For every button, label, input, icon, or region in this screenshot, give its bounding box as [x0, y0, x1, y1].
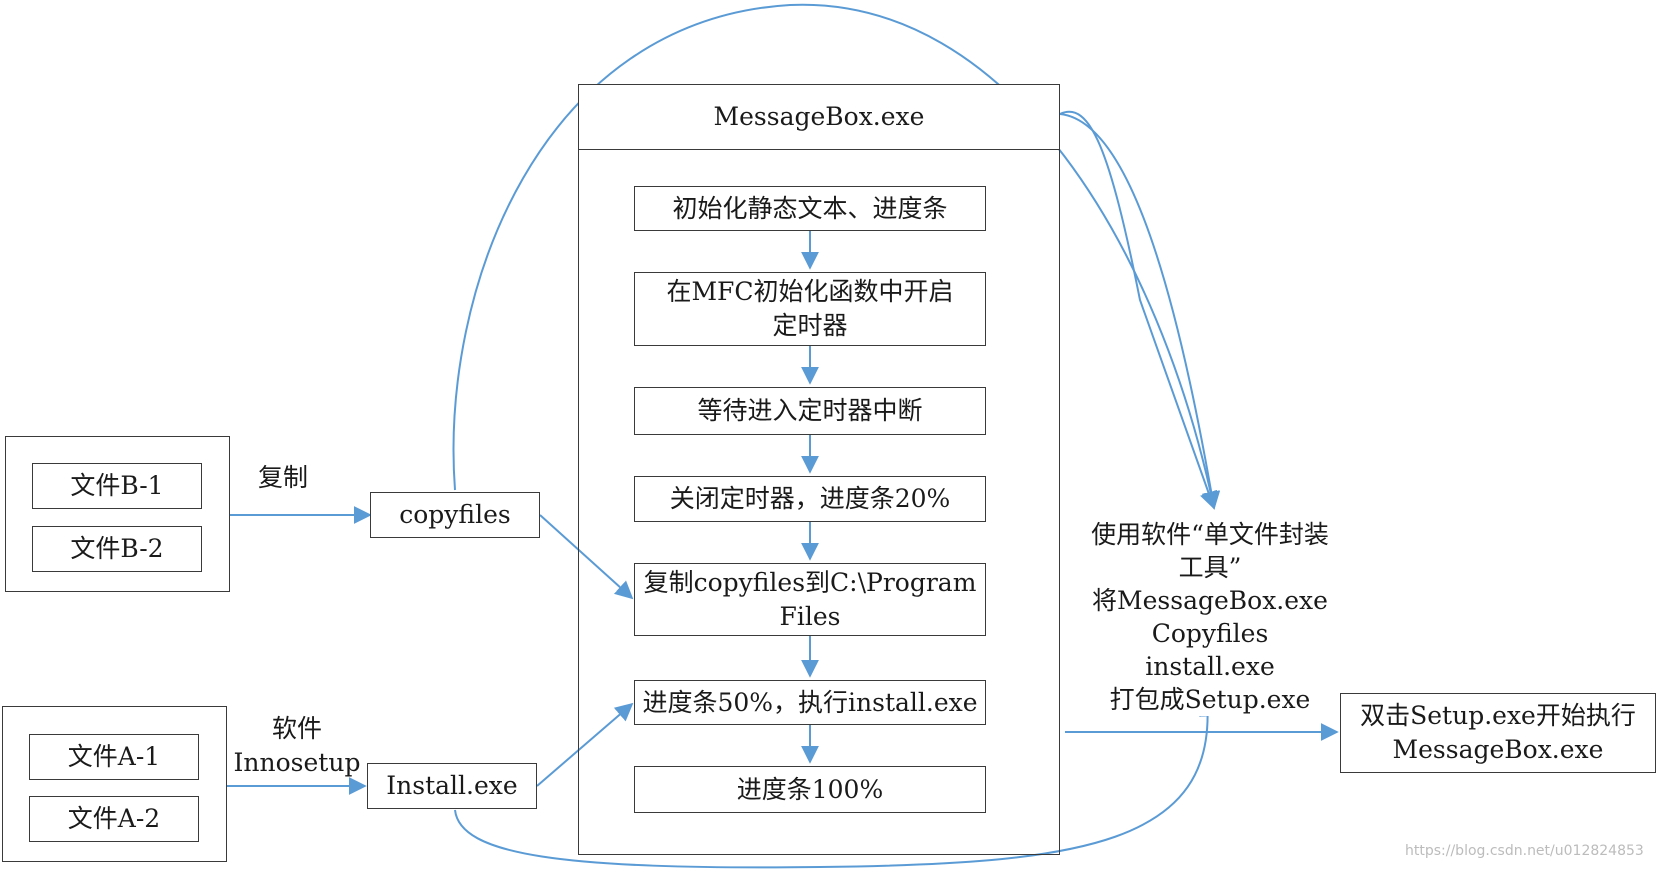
arrow-messagebox-to-note-a [1059, 110, 1218, 510]
step-close-timer-text: 关闭定时器，进度条20% [669, 484, 951, 513]
step-run-install-text: 进度条50%，执行install.exe [642, 687, 978, 717]
packaging-note: 使用软件“单文件封装 工具” 将MessageBox.exe Copyfiles… [1060, 518, 1360, 716]
file-group-b [5, 436, 230, 592]
step-init-controls-text: 初始化静态文本、进度条 [672, 193, 948, 223]
file-b1: 文件B-1 [32, 463, 202, 509]
packaging-note-line6: 打包成Setup.exe [1109, 685, 1311, 714]
messagebox-title: MessageBox.exe [578, 84, 1060, 150]
software-label-line1: 软件 [271, 714, 322, 743]
step-wait-interrupt: 等待进入定时器中断 [634, 387, 986, 435]
file-b2: 文件B-2 [32, 526, 202, 572]
step-run-install: 进度条50%，执行install.exe [634, 680, 986, 725]
packaging-note-line1: 使用软件“单文件封装 [1091, 520, 1329, 549]
software-label: 软件 Innosetup [232, 712, 362, 780]
step-progress-100: 进度条100% [634, 766, 986, 813]
step-copy-files-line2: Files [779, 601, 841, 631]
file-a2: 文件A-2 [29, 796, 199, 842]
copy-label: 复制 [258, 463, 309, 492]
arrow-messagebox-to-note-b [1059, 113, 1221, 510]
watermark: https://blog.csdn.net/u012824853 [1405, 843, 1644, 859]
run-setup-node: 双击Setup.exe开始执行 MessageBox.exe [1340, 693, 1656, 773]
step-start-timer-line1: 在MFC初始化函数中开启 [666, 277, 954, 306]
step-close-timer: 关闭定时器，进度条20% [634, 476, 986, 522]
step-copy-files: 复制copyfiles到C:\Program Files [634, 563, 986, 636]
step-wait-interrupt-text: 等待进入定时器中断 [697, 396, 923, 425]
step-copy-files-line1: 复制copyfiles到C:\Program [643, 567, 977, 597]
packaging-note-line5: install.exe [1145, 652, 1275, 681]
copyfiles-node: copyfiles [370, 492, 540, 538]
file-a1: 文件A-1 [29, 734, 199, 780]
step-start-timer: 在MFC初始化函数中开启 定时器 [634, 272, 986, 346]
file-group-a [2, 706, 227, 862]
install-node: Install.exe [367, 763, 537, 809]
step-start-timer-line2: 定时器 [772, 311, 848, 340]
step-init-controls: 初始化静态文本、进度条 [634, 186, 986, 231]
run-setup-line1: 双击Setup.exe开始执行 [1360, 701, 1636, 730]
step-progress-100-text: 进度条100% [736, 774, 884, 804]
packaging-note-line4: Copyfiles [1151, 619, 1269, 648]
packaging-note-line2: 工具” [1178, 553, 1242, 582]
packaging-note-line3: 将MessageBox.exe [1092, 586, 1328, 615]
run-setup-line2: MessageBox.exe [1392, 735, 1604, 764]
software-label-line2: Innosetup [233, 748, 361, 777]
